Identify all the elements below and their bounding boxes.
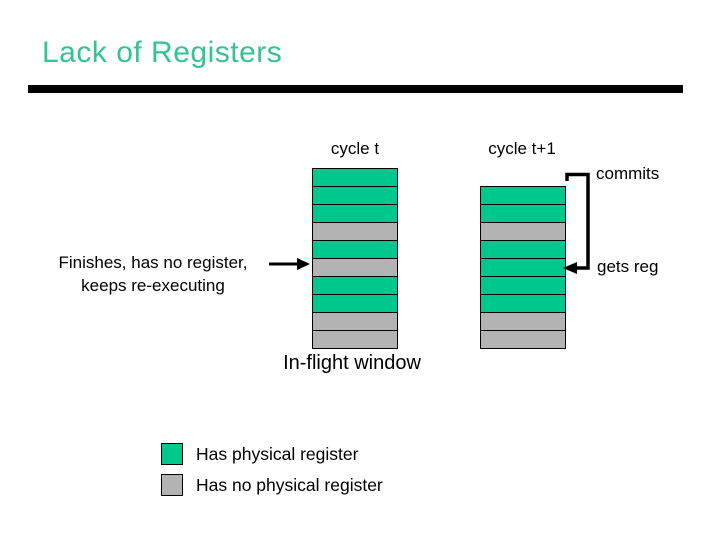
reexecute-note-line2: keeps re-executing [81, 276, 225, 295]
legend-label: Has no physical register [196, 474, 383, 495]
reexecute-note: Finishes, has no register, keeps re-exec… [36, 251, 270, 297]
window-cell-gray [481, 331, 565, 348]
legend-item-no-register: Has no physical register [161, 474, 383, 496]
no-register-swatch [161, 474, 183, 496]
has-register-swatch [161, 443, 183, 465]
window-cell-green [481, 295, 565, 313]
slide-title: Lack of Registers [42, 36, 283, 69]
window-cell-green [313, 169, 397, 187]
legend-label: Has physical register [196, 443, 359, 464]
window-cell-gray [313, 259, 397, 277]
inflight-window-cycle-t [312, 168, 398, 349]
window-cell-green [313, 241, 397, 259]
legend: Has physical register Has no physical re… [161, 443, 383, 505]
title-divider [28, 85, 683, 93]
window-cell-gray [313, 223, 397, 241]
window-cell-gray [481, 223, 565, 241]
reexecute-arrow-icon [269, 258, 310, 270]
window-cell-green [313, 277, 397, 295]
cycle-t1-label: cycle t+1 [488, 139, 556, 158]
commits-label: commits [596, 164, 660, 183]
window-cell-green [481, 187, 565, 205]
gets-reg-label: gets reg [597, 257, 659, 276]
window-cell-green [313, 187, 397, 205]
window-cell-gray [313, 313, 397, 331]
window-cell-gray [313, 331, 397, 348]
legend-item-has-register: Has physical register [161, 443, 383, 465]
window-cell-green [313, 205, 397, 223]
window-cell-green [313, 295, 397, 313]
window-cell-green [481, 205, 565, 223]
window-cell-gray [481, 313, 565, 331]
cycle-t-label: cycle t [330, 139, 380, 158]
window-cell-green [481, 241, 565, 259]
reexecute-note-line1: Finishes, has no register, [58, 253, 248, 272]
commit-to-getsreg-arrow-icon [563, 172, 590, 274]
window-cell-green [481, 259, 565, 277]
window-cell-green [481, 277, 565, 295]
inflight-window-cycle-t1 [480, 186, 566, 349]
inflight-window-label: In-flight window [283, 352, 421, 374]
